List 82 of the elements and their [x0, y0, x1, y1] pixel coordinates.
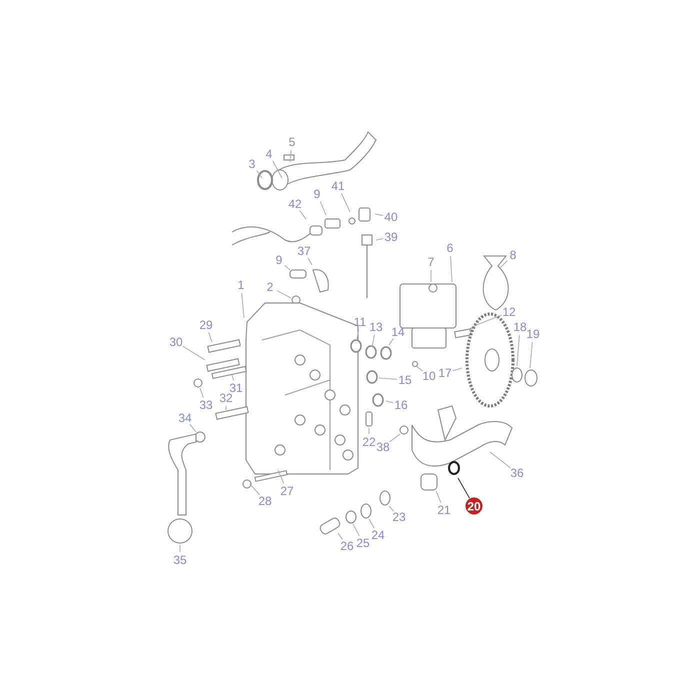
- callout-number: 16: [394, 398, 408, 412]
- leader-line: [256, 170, 262, 178]
- callout-number: 14: [391, 325, 405, 339]
- callout-number: 1: [238, 278, 244, 292]
- callout-number: 24: [371, 528, 385, 542]
- callout-number: 8: [510, 248, 516, 262]
- callout-number: 7: [428, 255, 434, 269]
- leader-line: [320, 201, 326, 216]
- callout-number: 3: [248, 157, 256, 171]
- callout-number: 21: [437, 503, 451, 517]
- callout-number: 19: [526, 327, 540, 341]
- callout-number: 4: [266, 147, 272, 161]
- leader-line: [430, 270, 432, 282]
- leader-line: [386, 400, 394, 404]
- leader-line: [490, 452, 512, 468]
- callout-number: 12: [502, 305, 516, 319]
- leader-line: [516, 334, 520, 366]
- callout-number: 34: [178, 411, 192, 425]
- leader-line: [308, 258, 312, 266]
- leader-line: [368, 428, 370, 434]
- leader-line: [530, 342, 533, 368]
- leader-line: [276, 290, 292, 298]
- callout-number: 27: [280, 484, 294, 498]
- callout-number: 36: [510, 466, 524, 480]
- leader-line: [284, 265, 290, 270]
- callout-number: 9: [314, 187, 320, 201]
- leader-line: [388, 338, 394, 346]
- leader-line: [278, 470, 284, 484]
- leader-line: [376, 238, 384, 240]
- callout-number: 20: [466, 498, 482, 514]
- leader-line: [356, 330, 359, 340]
- leader-line: [208, 332, 212, 342]
- leader-line: [290, 150, 292, 162]
- leader-line: [388, 506, 394, 512]
- leader-line: [374, 214, 384, 216]
- callout-number: 40: [384, 210, 398, 224]
- callout-number: 23: [392, 510, 406, 524]
- callout-number: 17: [438, 366, 452, 380]
- callout-number: 29: [199, 318, 213, 332]
- callout-number: 13: [369, 320, 383, 334]
- leader-line: [500, 260, 508, 268]
- callout-number: 41: [331, 179, 345, 193]
- callout-number: 5: [288, 135, 296, 149]
- leader-line: [452, 368, 462, 372]
- callout-number: 42: [288, 197, 302, 211]
- callout-number: 26: [340, 539, 354, 553]
- callout-number: 9: [276, 253, 282, 267]
- leader-line: [341, 192, 350, 212]
- leader-line: [372, 334, 375, 348]
- leader-line: [299, 210, 306, 220]
- callout-number: 30: [169, 335, 183, 349]
- leader-line: [250, 484, 260, 496]
- leader-line: [368, 518, 374, 528]
- callout-number: 25: [356, 536, 370, 550]
- leader-line: [272, 160, 282, 178]
- leader-line: [232, 374, 234, 381]
- callout-number: 39: [384, 230, 398, 244]
- callout-number: 18: [513, 320, 527, 334]
- leader-line: [474, 314, 502, 326]
- leader-line: [241, 292, 244, 318]
- callout-number: 11: [354, 315, 366, 329]
- callout-number: 35: [173, 553, 187, 567]
- callout-number: 10: [422, 369, 436, 383]
- callout-number: 2: [266, 280, 274, 294]
- leader-line: [352, 524, 360, 536]
- callout-number: 15: [398, 373, 412, 387]
- leader-line: [389, 434, 400, 442]
- callout-number: 28: [258, 494, 272, 508]
- leader-line: [450, 256, 452, 282]
- leader-line: [338, 532, 343, 540]
- leader-line: [458, 478, 470, 499]
- leader-line: [378, 378, 398, 380]
- leader-line: [190, 424, 196, 432]
- leader-line: [436, 490, 442, 503]
- callout-number: 6: [446, 241, 454, 255]
- callout-number: 33: [199, 398, 213, 412]
- callout-number: 22: [362, 435, 376, 449]
- leader-line: [416, 366, 424, 372]
- callout-number: 37: [297, 244, 311, 258]
- leader-line: [200, 388, 204, 398]
- leader-line: [182, 346, 206, 360]
- callout-number: 38: [376, 440, 390, 454]
